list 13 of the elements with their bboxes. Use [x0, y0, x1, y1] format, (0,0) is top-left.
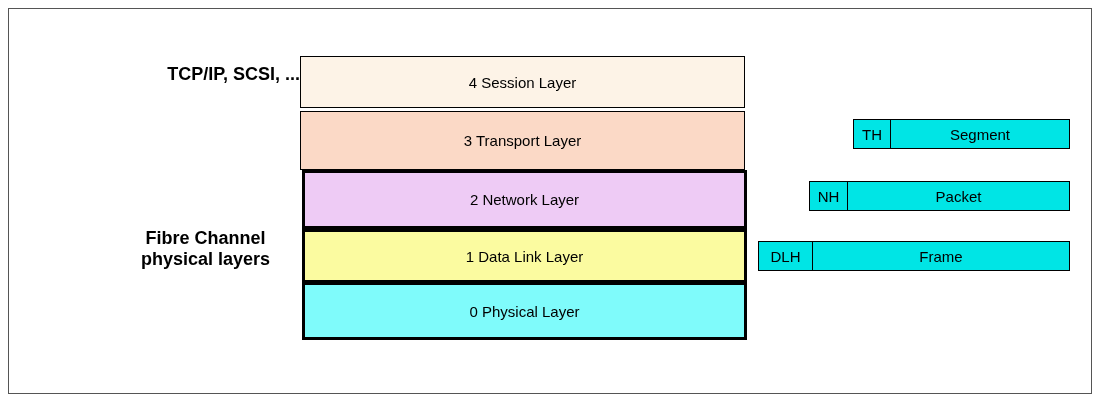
- header-field: DLH: [758, 241, 813, 271]
- payload-field: Segment: [890, 119, 1070, 149]
- group-label: Fibre Channel physical layers: [139, 228, 272, 270]
- payload-field: Packet: [847, 181, 1070, 211]
- layer-box: 3 Transport Layer: [300, 111, 745, 170]
- protocol-note: TCP/IP, SCSI, ...: [166, 64, 300, 85]
- layer-box: 4 Session Layer: [300, 56, 745, 108]
- layer-box: 2 Network Layer: [302, 170, 747, 229]
- header-field: TH: [853, 119, 891, 149]
- layer-box: 0 Physical Layer: [302, 282, 747, 340]
- layer-box: 1 Data Link Layer: [302, 229, 747, 283]
- header-field: NH: [809, 181, 848, 211]
- payload-field: Frame: [812, 241, 1070, 271]
